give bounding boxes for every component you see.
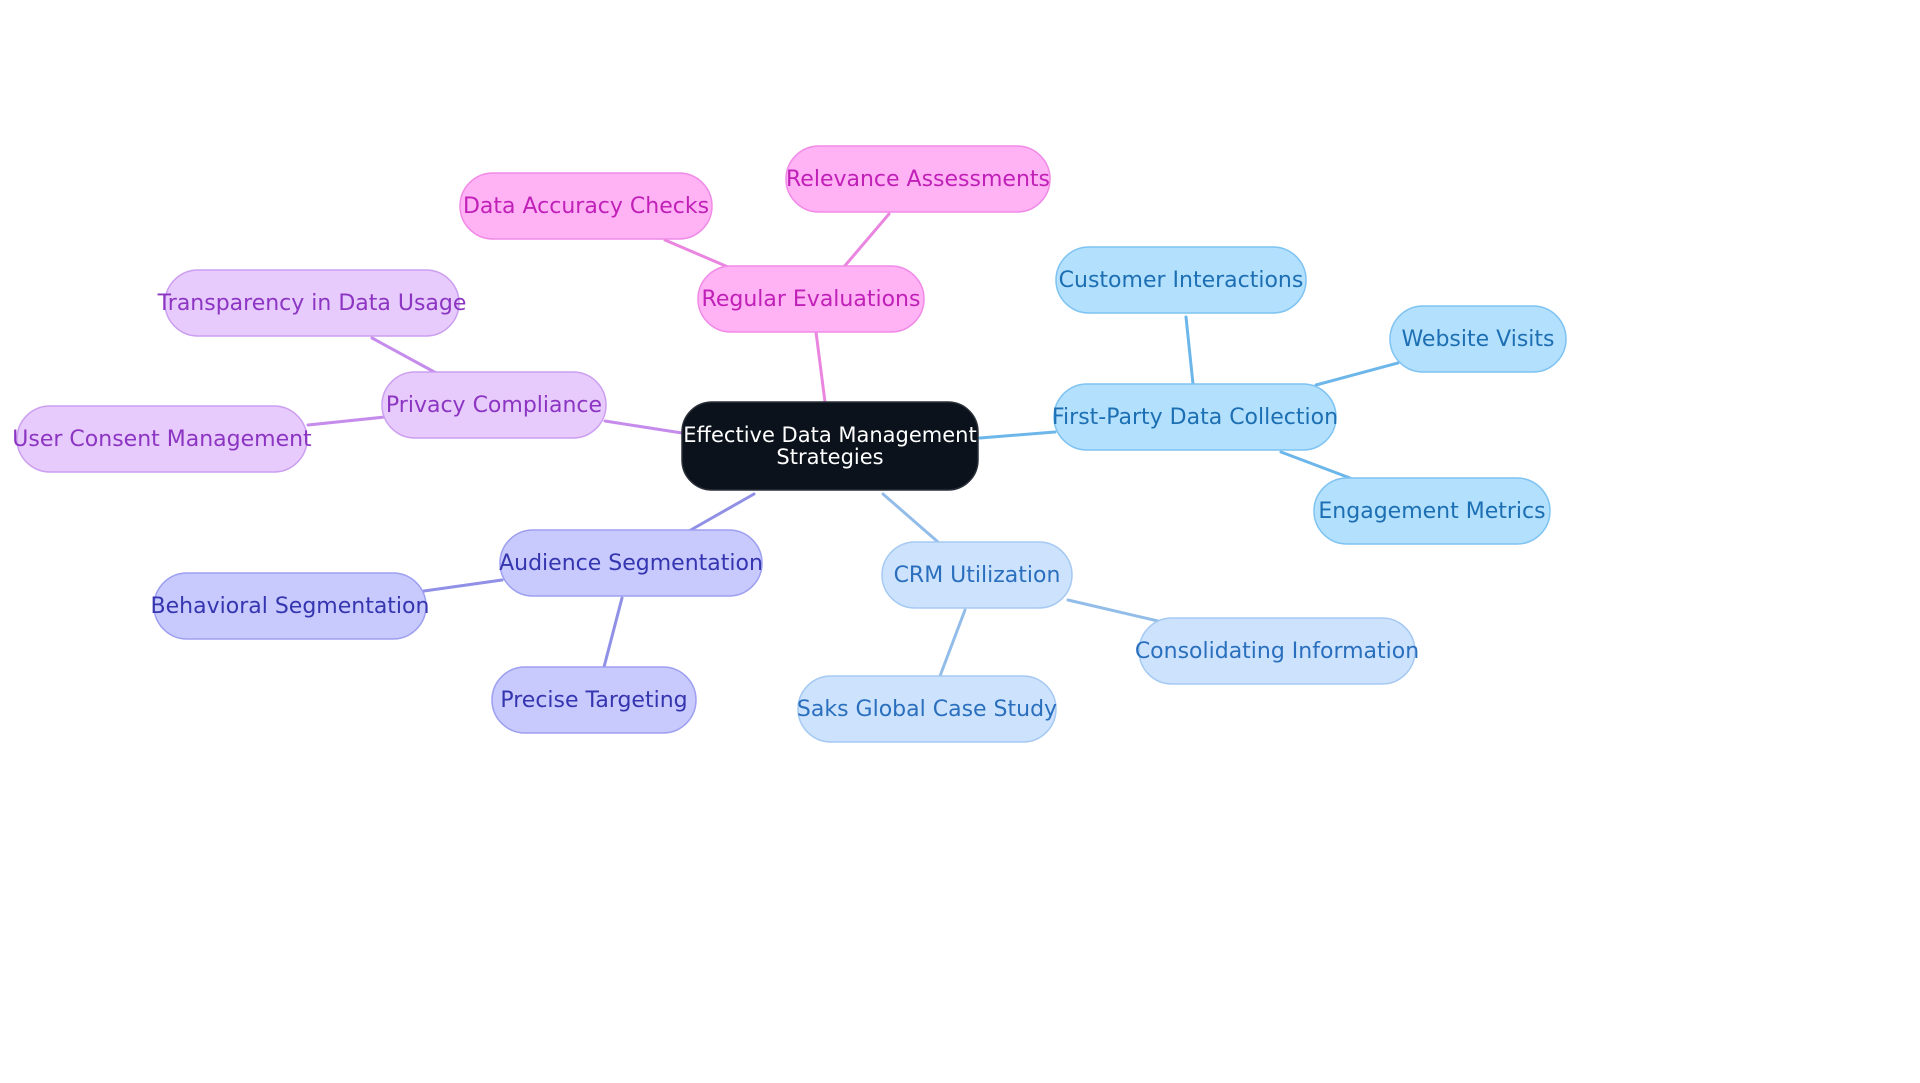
first-party-data-collection-child-edge-1: [1184, 315, 1195, 386]
data-accuracy-checks-node-shape: [459, 172, 713, 240]
customer-interactions-node[interactable]: Customer Interactions: [1055, 246, 1307, 314]
audience-segmentation-child-edge-1: [422, 578, 504, 593]
customer-interactions-node-shape: [1055, 246, 1307, 314]
website-visits-node-shape: [1389, 305, 1567, 373]
website-visits-node-label: Website Visits: [1401, 327, 1554, 352]
transparency-in-data-usage-node[interactable]: Transparency in Data Usage: [157, 269, 467, 337]
data-accuracy-checks-node-label: Data Accuracy Checks: [463, 194, 709, 219]
consolidating-information-node-shape: [1138, 617, 1416, 685]
saks-global-case-study-node[interactable]: Saks Global Case Study: [797, 675, 1057, 743]
first-party-data-collection-node-shape: [1053, 383, 1337, 451]
audience-segmentation-child-edge-2: [602, 596, 624, 669]
transparency-in-data-usage-node-label: Transparency in Data Usage: [157, 291, 467, 316]
behavioral-segmentation-node[interactable]: Behavioral Segmentation: [151, 572, 430, 640]
consolidating-information-node-label: Consolidating Information: [1135, 639, 1419, 664]
engagement-metrics-node-label: Engagement Metrics: [1318, 499, 1545, 524]
crm-utilization-node-shape: [881, 541, 1073, 609]
precise-targeting-node-label: Precise Targeting: [500, 688, 687, 713]
engagement-metrics-node[interactable]: Engagement Metrics: [1313, 477, 1551, 545]
mind-map-edges: [306, 212, 1400, 678]
relevance-assessments-node[interactable]: Relevance Assessments: [785, 145, 1051, 213]
privacy-compliance-node-shape: [381, 371, 607, 439]
crm-utilization-child-edge-1: [1066, 598, 1160, 623]
user-consent-management-node[interactable]: User Consent Management: [12, 405, 312, 473]
privacy-compliance-edge: [603, 419, 684, 435]
audience-segmentation-node-label: Audience Segmentation: [499, 551, 763, 576]
user-consent-management-node-label: User Consent Management: [12, 427, 312, 452]
central-topic-node-shape: [681, 401, 979, 491]
precise-targeting-node-shape: [491, 666, 697, 734]
transparency-in-data-usage-node-shape: [164, 269, 460, 337]
privacy-compliance-child-edge-2: [306, 415, 387, 427]
precise-targeting-node[interactable]: Precise Targeting: [491, 666, 697, 734]
data-accuracy-checks-node[interactable]: Data Accuracy Checks: [459, 172, 713, 240]
relevance-assessments-node-shape: [785, 145, 1051, 213]
crm-utilization-edge: [881, 492, 940, 544]
engagement-metrics-node-shape: [1313, 477, 1551, 545]
first-party-data-collection-node-label: First-Party Data Collection: [1052, 405, 1338, 430]
regular-evaluations-edge: [814, 330, 827, 404]
consolidating-information-node[interactable]: Consolidating Information: [1135, 617, 1419, 685]
central-topic-node-label-2: Strategies: [776, 445, 883, 469]
regular-evaluations-child-edge-1: [663, 238, 737, 272]
privacy-compliance-node-label: Privacy Compliance: [386, 393, 602, 418]
behavioral-segmentation-node-shape: [153, 572, 427, 640]
first-party-data-collection-child-edge-3: [1279, 450, 1352, 480]
first-party-data-collection-edge: [978, 430, 1057, 440]
saks-global-case-study-node-shape: [797, 675, 1057, 743]
privacy-compliance-child-edge-1: [370, 336, 440, 376]
customer-interactions-node-label: Customer Interactions: [1059, 268, 1304, 293]
audience-segmentation-node[interactable]: Audience Segmentation: [499, 529, 763, 597]
crm-utilization-node[interactable]: CRM Utilization: [881, 541, 1073, 609]
regular-evaluations-child-edge-2: [841, 212, 891, 270]
website-visits-node[interactable]: Website Visits: [1389, 305, 1567, 373]
user-consent-management-node-shape: [16, 405, 308, 473]
crm-utilization-node-label: CRM Utilization: [894, 563, 1061, 588]
saks-global-case-study-node-label: Saks Global Case Study: [797, 697, 1057, 722]
audience-segmentation-node-shape: [499, 529, 763, 597]
regular-evaluations-node-label: Regular Evaluations: [702, 287, 921, 312]
privacy-compliance-node[interactable]: Privacy Compliance: [381, 371, 607, 439]
regular-evaluations-node[interactable]: Regular Evaluations: [697, 265, 925, 333]
first-party-data-collection-child-edge-2: [1314, 361, 1400, 387]
behavioral-segmentation-node-label: Behavioral Segmentation: [151, 594, 430, 619]
regular-evaluations-node-shape: [697, 265, 925, 333]
audience-segmentation-edge: [687, 492, 756, 533]
central-topic-node-label-1: Effective Data Management: [683, 423, 976, 447]
crm-utilization-child-edge-2: [938, 608, 967, 678]
relevance-assessments-node-label: Relevance Assessments: [786, 167, 1050, 192]
first-party-data-collection-node[interactable]: First-Party Data Collection: [1052, 383, 1338, 451]
